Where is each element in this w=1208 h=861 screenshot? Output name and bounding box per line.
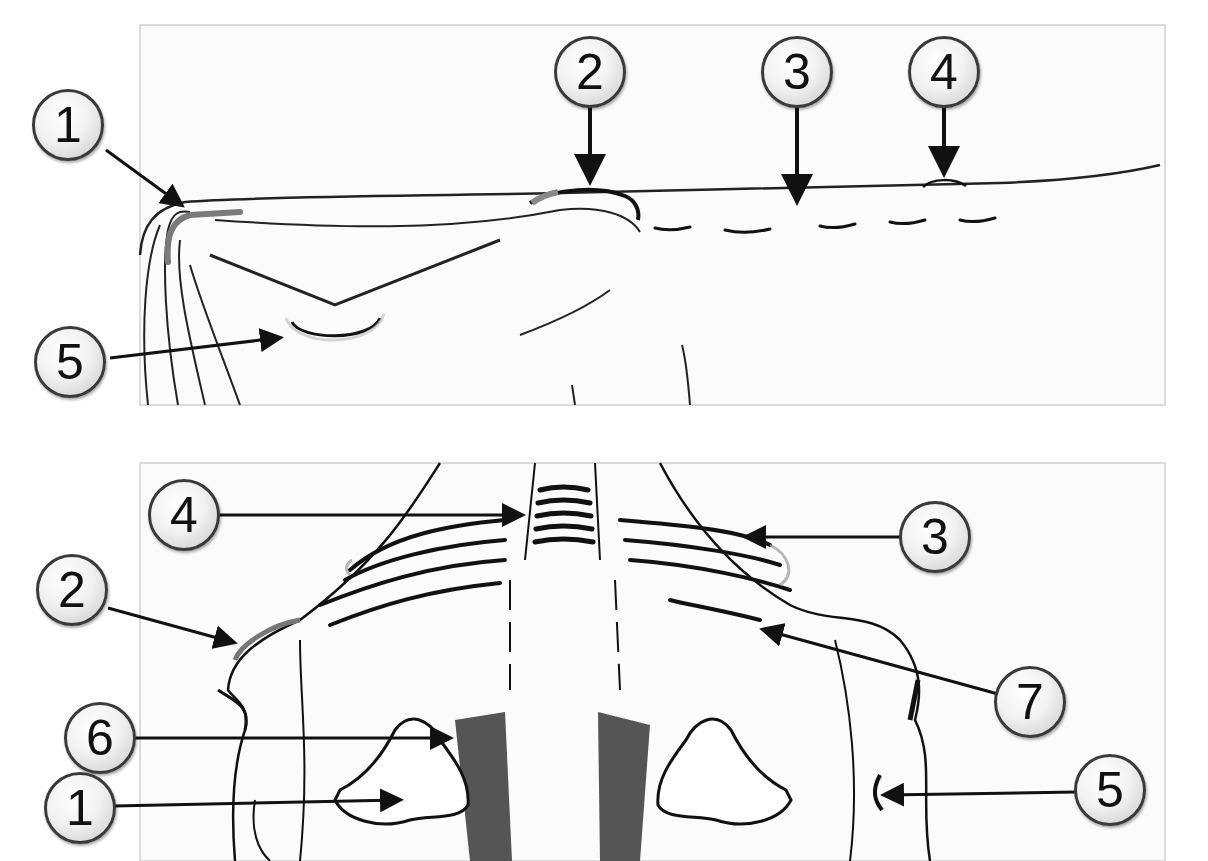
callout-circle: 5 xyxy=(34,326,106,398)
callout-circle: 1 xyxy=(32,89,104,161)
callout-number: 2 xyxy=(58,565,86,615)
callout-circle: 1 xyxy=(44,772,116,844)
callout-circle: 4 xyxy=(908,36,980,108)
callout-circle: 3 xyxy=(761,36,833,108)
callout-number: 2 xyxy=(576,47,604,97)
callout-number: 7 xyxy=(1016,677,1044,727)
top-panel xyxy=(106,25,1165,405)
callout-circle: 5 xyxy=(1074,754,1146,826)
callout-number: 5 xyxy=(1096,765,1124,815)
callout-number: 1 xyxy=(54,100,82,150)
callout-circle: 2 xyxy=(36,554,108,626)
callout-circle: 4 xyxy=(148,479,220,551)
callout-circle: 2 xyxy=(554,36,626,108)
callout-circle: 6 xyxy=(64,702,136,774)
callout-number: 3 xyxy=(783,47,811,97)
callout-number: 6 xyxy=(86,713,114,763)
callout-number: 4 xyxy=(930,47,958,97)
callout-circle: 7 xyxy=(994,666,1066,738)
callout-number: 3 xyxy=(921,512,949,562)
callout-circle: 3 xyxy=(899,501,971,573)
callout-number: 1 xyxy=(66,783,94,833)
callout-number: 5 xyxy=(56,337,84,387)
bottom-panel xyxy=(108,463,1165,861)
callout-number: 4 xyxy=(170,490,198,540)
